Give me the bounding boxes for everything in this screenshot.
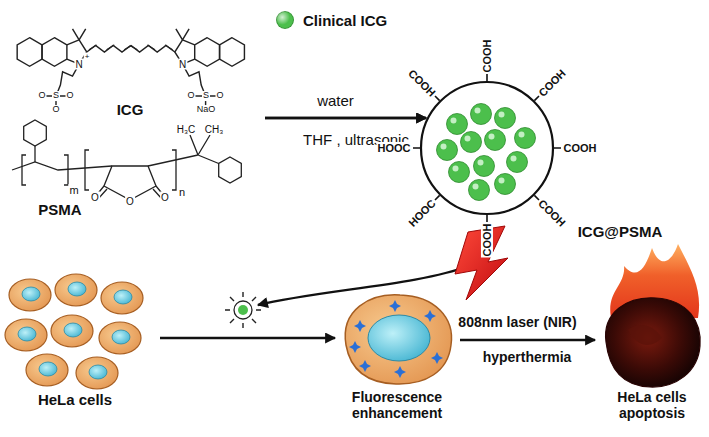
atom-label: m [68, 184, 79, 196]
icg-sphere [471, 104, 492, 125]
icg-sphere [485, 130, 506, 151]
icg-sphere [515, 128, 536, 149]
icg-sphere [495, 174, 516, 195]
node-label: ICG [117, 101, 144, 118]
atom-label: O [90, 192, 100, 203]
atom-label: O [186, 91, 195, 101]
atom-label: N [74, 59, 83, 70]
edge-label: water [315, 92, 356, 109]
node-label: HeLa cells [38, 391, 112, 408]
reaction-arrow [265, 117, 426, 119]
icg-sphere [474, 156, 495, 177]
icg-sphere [437, 140, 458, 161]
atom-label: S [52, 91, 60, 101]
group-label: COOH [563, 142, 598, 154]
fluorescent-cell [345, 295, 451, 384]
atom-label: O [215, 91, 224, 101]
atom-label: O [51, 105, 60, 115]
icg-sphere [469, 180, 490, 201]
group-label: COOH [405, 66, 438, 99]
cell-illustration: Fluorescence enhancement [335, 285, 460, 430]
legend-text: Clinical ICG [303, 12, 387, 29]
icg-sphere [495, 108, 516, 129]
atom-label: O [37, 91, 46, 101]
node-label: PSMA [38, 201, 81, 218]
reaction-arrow [460, 339, 595, 341]
legend-swatch [276, 11, 294, 29]
curved-arrow [258, 266, 468, 305]
atom-label: S [202, 91, 210, 101]
legend-entry: Clinical ICG [276, 11, 387, 29]
icg-sphere [447, 114, 468, 135]
psma-structure [12, 120, 241, 200]
icg-structure [17, 29, 244, 110]
group-label: COOH [481, 223, 493, 258]
icg-sphere [507, 152, 528, 173]
icg-sphere [461, 132, 482, 153]
atom-label: H₃C [176, 124, 197, 135]
apoptotic-cell [606, 244, 701, 387]
nanoparticle-circle: ICG@PSMA [420, 81, 554, 215]
cell-group: HeLa cells [0, 275, 160, 415]
cell-illustration: HeLa cells apoptosis [595, 255, 709, 430]
node-label: ICG@PSMA [578, 223, 663, 240]
node-label: Fluorescence enhancement [341, 389, 453, 421]
icg-sphere [449, 162, 470, 183]
atom-label: O [160, 192, 170, 203]
group-label: HOOC [405, 196, 438, 229]
node-label: HeLa cells apoptosis [602, 389, 702, 421]
atom-label: CH₃ [204, 124, 225, 135]
group-label: COOH [535, 66, 568, 99]
edge-label: 808nm laser (NIR) [456, 314, 578, 330]
atom-label: O [65, 91, 74, 101]
atom-label: O [125, 196, 135, 207]
condition-label: hyperthermia [482, 350, 573, 365]
reaction-arrow [265, 117, 426, 119]
nanoparticle [225, 292, 261, 328]
atom-label: N [178, 59, 187, 70]
group-label: COOH [535, 196, 568, 229]
atom-label: n [178, 186, 186, 198]
atom-label: + [84, 53, 91, 62]
group-label: HOOC [377, 142, 412, 154]
group-label: COOH [481, 39, 493, 74]
circle-outline [420, 81, 554, 215]
hela-cells [5, 274, 143, 389]
reaction-arrow [160, 337, 335, 339]
atom-label: NaO [196, 105, 217, 115]
